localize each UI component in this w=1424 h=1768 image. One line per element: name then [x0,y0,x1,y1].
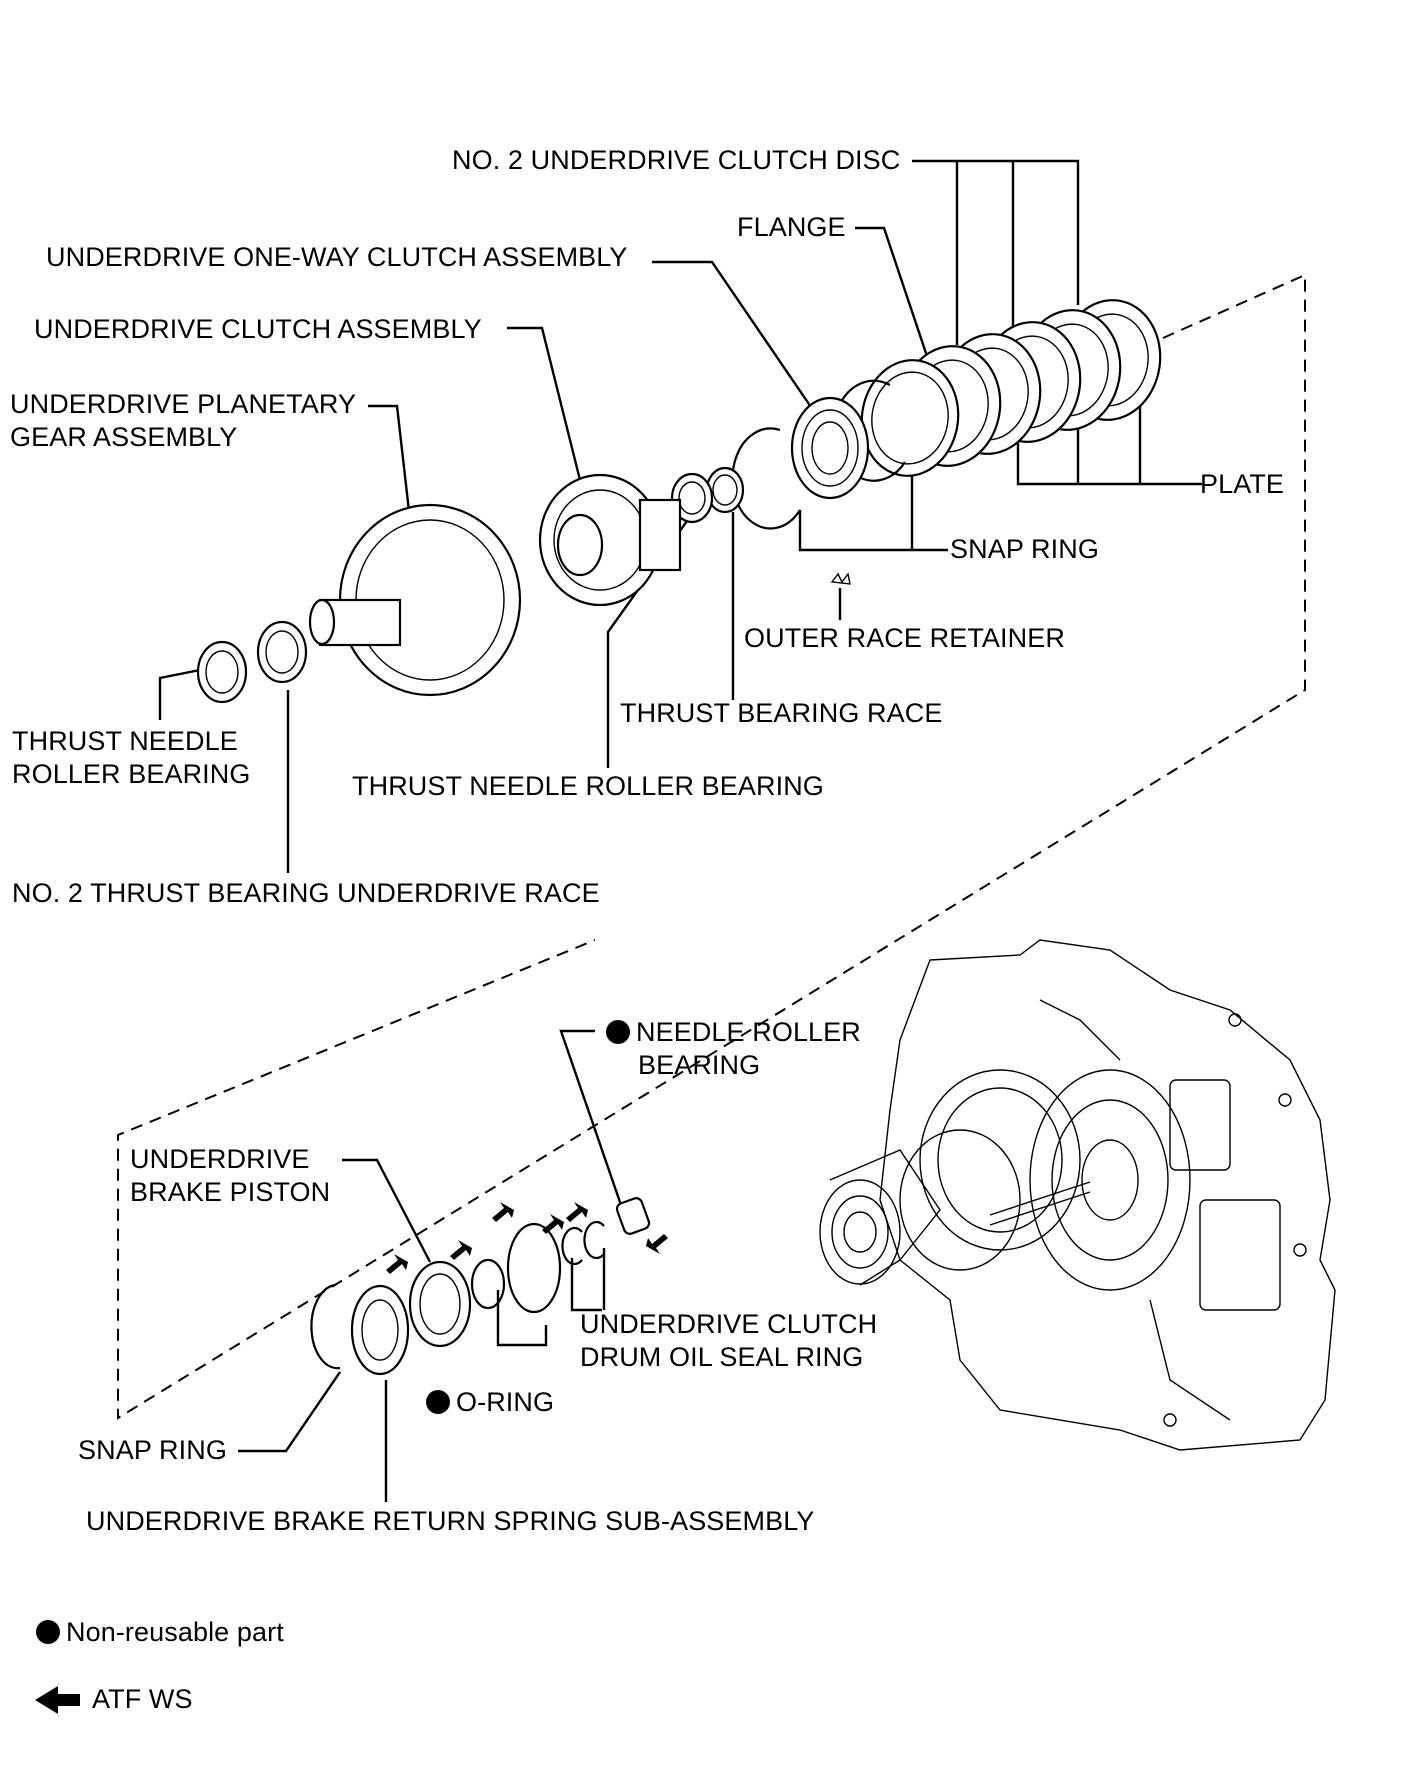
legend-atf-ws: ATF WS [92,1684,193,1714]
label-thrust-needle-roller-bearing-mid: THRUST NEEDLE ROLLER BEARING [352,771,824,801]
label-thrust-bearing-race: THRUST BEARING RACE [620,698,943,728]
clutch-drum-oil-seal-rings-part [561,1220,605,1266]
flange-part [860,359,960,477]
label-needle-roller-bearing-line1: NEEDLE ROLLER [606,1016,861,1049]
clutch-disc-and-plate-pack [898,299,1162,467]
one-way-clutch-part [790,396,870,500]
label-no2-underdrive-clutch-disc: NO. 2 UNDERDRIVE CLUTCH DISC [452,145,901,175]
planetary-gear-assembly-part [308,503,522,697]
exploded-view-frame [117,273,1306,1420]
return-spring-part [350,1284,410,1376]
label-underdrive-planetary-gear-line2: GEAR ASSEMBLY [10,422,238,452]
label-snap-ring-lower: SNAP RING [78,1435,227,1465]
underdrive-brake-piston-part [408,1260,472,1348]
legend-non-reusable-text: Non-reusable part [66,1617,284,1647]
label-needle-roller-bearing-line2: BEARING [638,1050,761,1080]
label-underdrive-brake-return-spring: UNDERDRIVE BRAKE RETURN SPRING SUB-ASSEM… [86,1506,815,1536]
label-underdrive-clutch-assembly: UNDERDRIVE CLUTCH ASSEMBLY [34,314,482,344]
o-rings-part [470,1222,562,1314]
label-o-ring: O-RING [426,1386,554,1419]
label-no2-thrust-bearing-underdrive-race: NO. 2 THRUST BEARING UNDERDRIVE RACE [12,878,600,908]
label-clutch-drum-oil-seal-ring-line1: UNDERDRIVE CLUTCH [580,1309,878,1339]
label-underdrive-brake-piston-line1: UNDERDRIVE [130,1144,310,1174]
needle-roller-bearing-part [615,1197,651,1235]
filled-circle-icon [426,1390,450,1414]
label-underdrive-planetary-gear-line1: UNDERDRIVE PLANETARY [10,389,357,419]
transaxle-case-illustration [819,939,1336,1451]
needle-roller-bearing-text-1: NEEDLE ROLLER [636,1017,861,1047]
underdrive-clutch-assembly-part [538,473,682,607]
label-underdrive-one-way-clutch-assembly: UNDERDRIVE ONE-WAY CLUTCH ASSEMBLY [46,242,628,272]
legend-non-reusable: Non-reusable part [36,1616,284,1649]
label-thrust-needle-roller-bearing-left-line1: THRUST NEEDLE [12,726,238,756]
label-flange: FLANGE [737,212,846,242]
label-plate: PLATE [1200,469,1285,499]
label-underdrive-brake-piston-line2: BRAKE PISTON [130,1177,331,1207]
filled-circle-icon [606,1020,630,1044]
snap-ring-lower-part [310,1283,341,1370]
thrust-bearing-race-part [670,466,745,524]
label-outer-race-retainer: OUTER RACE RETAINER [744,623,1065,653]
left-arrow-icon [35,1686,80,1714]
label-snap-ring-upper: SNAP RING [950,534,1099,564]
filled-circle-icon [36,1620,60,1644]
o-ring-text: O-RING [456,1387,555,1417]
leader-lines [158,159,1202,1502]
thrust-washers-left-part [196,620,308,704]
label-thrust-needle-roller-bearing-left-line2: ROLLER BEARING [12,759,251,789]
label-clutch-drum-oil-seal-ring-line2: DRUM OIL SEAL RING [580,1342,864,1372]
atf-apply-arrows [386,1202,668,1274]
outer-race-retainer-part [830,572,851,585]
